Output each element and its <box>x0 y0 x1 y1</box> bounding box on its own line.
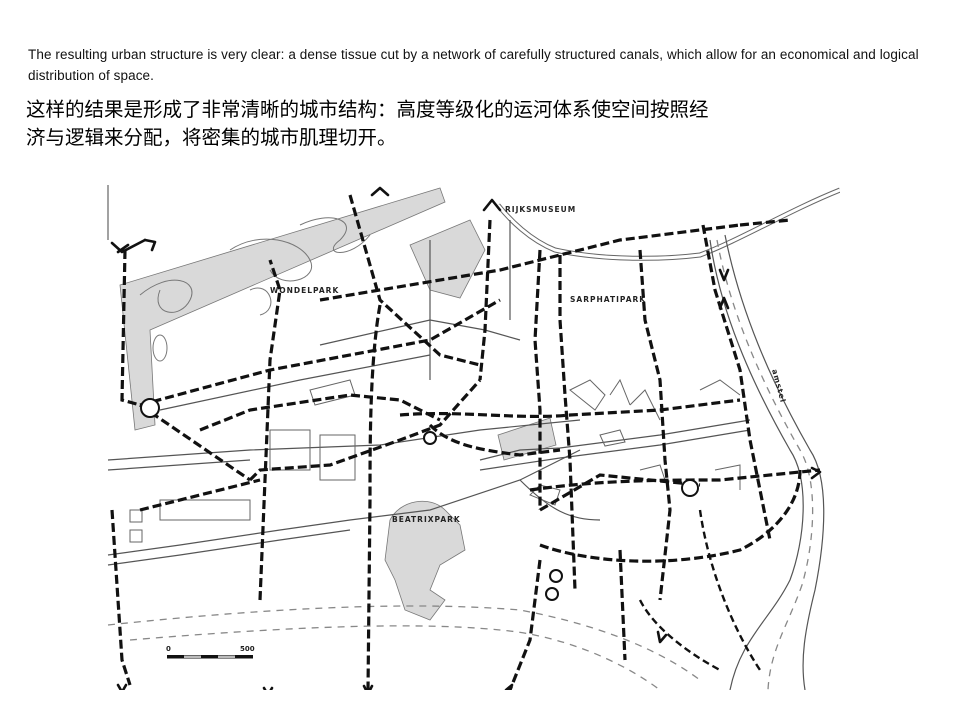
canal-network <box>110 194 821 690</box>
arrow-head-icon <box>143 238 157 252</box>
arrow-south-icon <box>262 686 274 690</box>
chinese-caption-line-1: 这样的结果是形成了非常清晰的城市结构：高度等级化的运河体系使空间按照经 <box>26 98 709 121</box>
ring-road-outer <box>107 605 701 681</box>
scale-bar: 0 500 <box>166 645 255 659</box>
arrow-southeast-icon <box>656 630 668 644</box>
urban-tissue <box>107 220 751 566</box>
arrow-south-icon <box>362 684 374 690</box>
chinese-caption-line-2: 济与逻辑来分配，将密集的城市肌理切开。 <box>26 126 397 149</box>
direction-arrows <box>110 186 822 690</box>
arrow-southwest-icon <box>504 683 514 690</box>
arrow-east-icon <box>810 466 822 480</box>
amstel-label: amstel <box>770 368 788 404</box>
roundabout-node <box>140 398 160 418</box>
roundabout-node <box>549 569 563 583</box>
wondelpark-label: WONDELPARK <box>270 286 339 295</box>
ring-road-inner <box>129 625 661 690</box>
roundabout-node <box>545 587 559 601</box>
rijksmuseum-label: RIJKSMUSEUM <box>505 205 576 214</box>
wondelpark-area <box>119 187 446 431</box>
urban-canal-map: WONDELPARK SARPHATIPARK BEATRIXPARK RIJK… <box>100 180 840 690</box>
english-caption: The resulting urban structure is very cl… <box>28 47 919 83</box>
arrow-northwest-icon <box>110 238 147 254</box>
chinese-caption: 这样的结果是形成了非常清晰的城市结构：高度等级化的运河体系使空间按照经 济与逻辑… <box>26 96 926 152</box>
arrow-north-icon <box>482 198 502 212</box>
museum-quarter-area <box>409 219 486 299</box>
amstel-river <box>709 234 825 690</box>
arrow-north-icon <box>370 186 390 197</box>
scale-end-label: 500 <box>240 645 255 653</box>
arrow-bidirectional-icon <box>718 268 730 310</box>
scale-start-label: 0 <box>166 645 171 653</box>
sarphatipark-label: SARPHATIPARK <box>570 295 646 304</box>
beatrixpark-label: BEATRIXPARK <box>392 515 461 524</box>
roundabout-node <box>423 431 437 445</box>
arrow-south-icon <box>116 683 128 690</box>
roundabout-node <box>681 479 699 497</box>
beatrixpark-area <box>384 501 466 621</box>
